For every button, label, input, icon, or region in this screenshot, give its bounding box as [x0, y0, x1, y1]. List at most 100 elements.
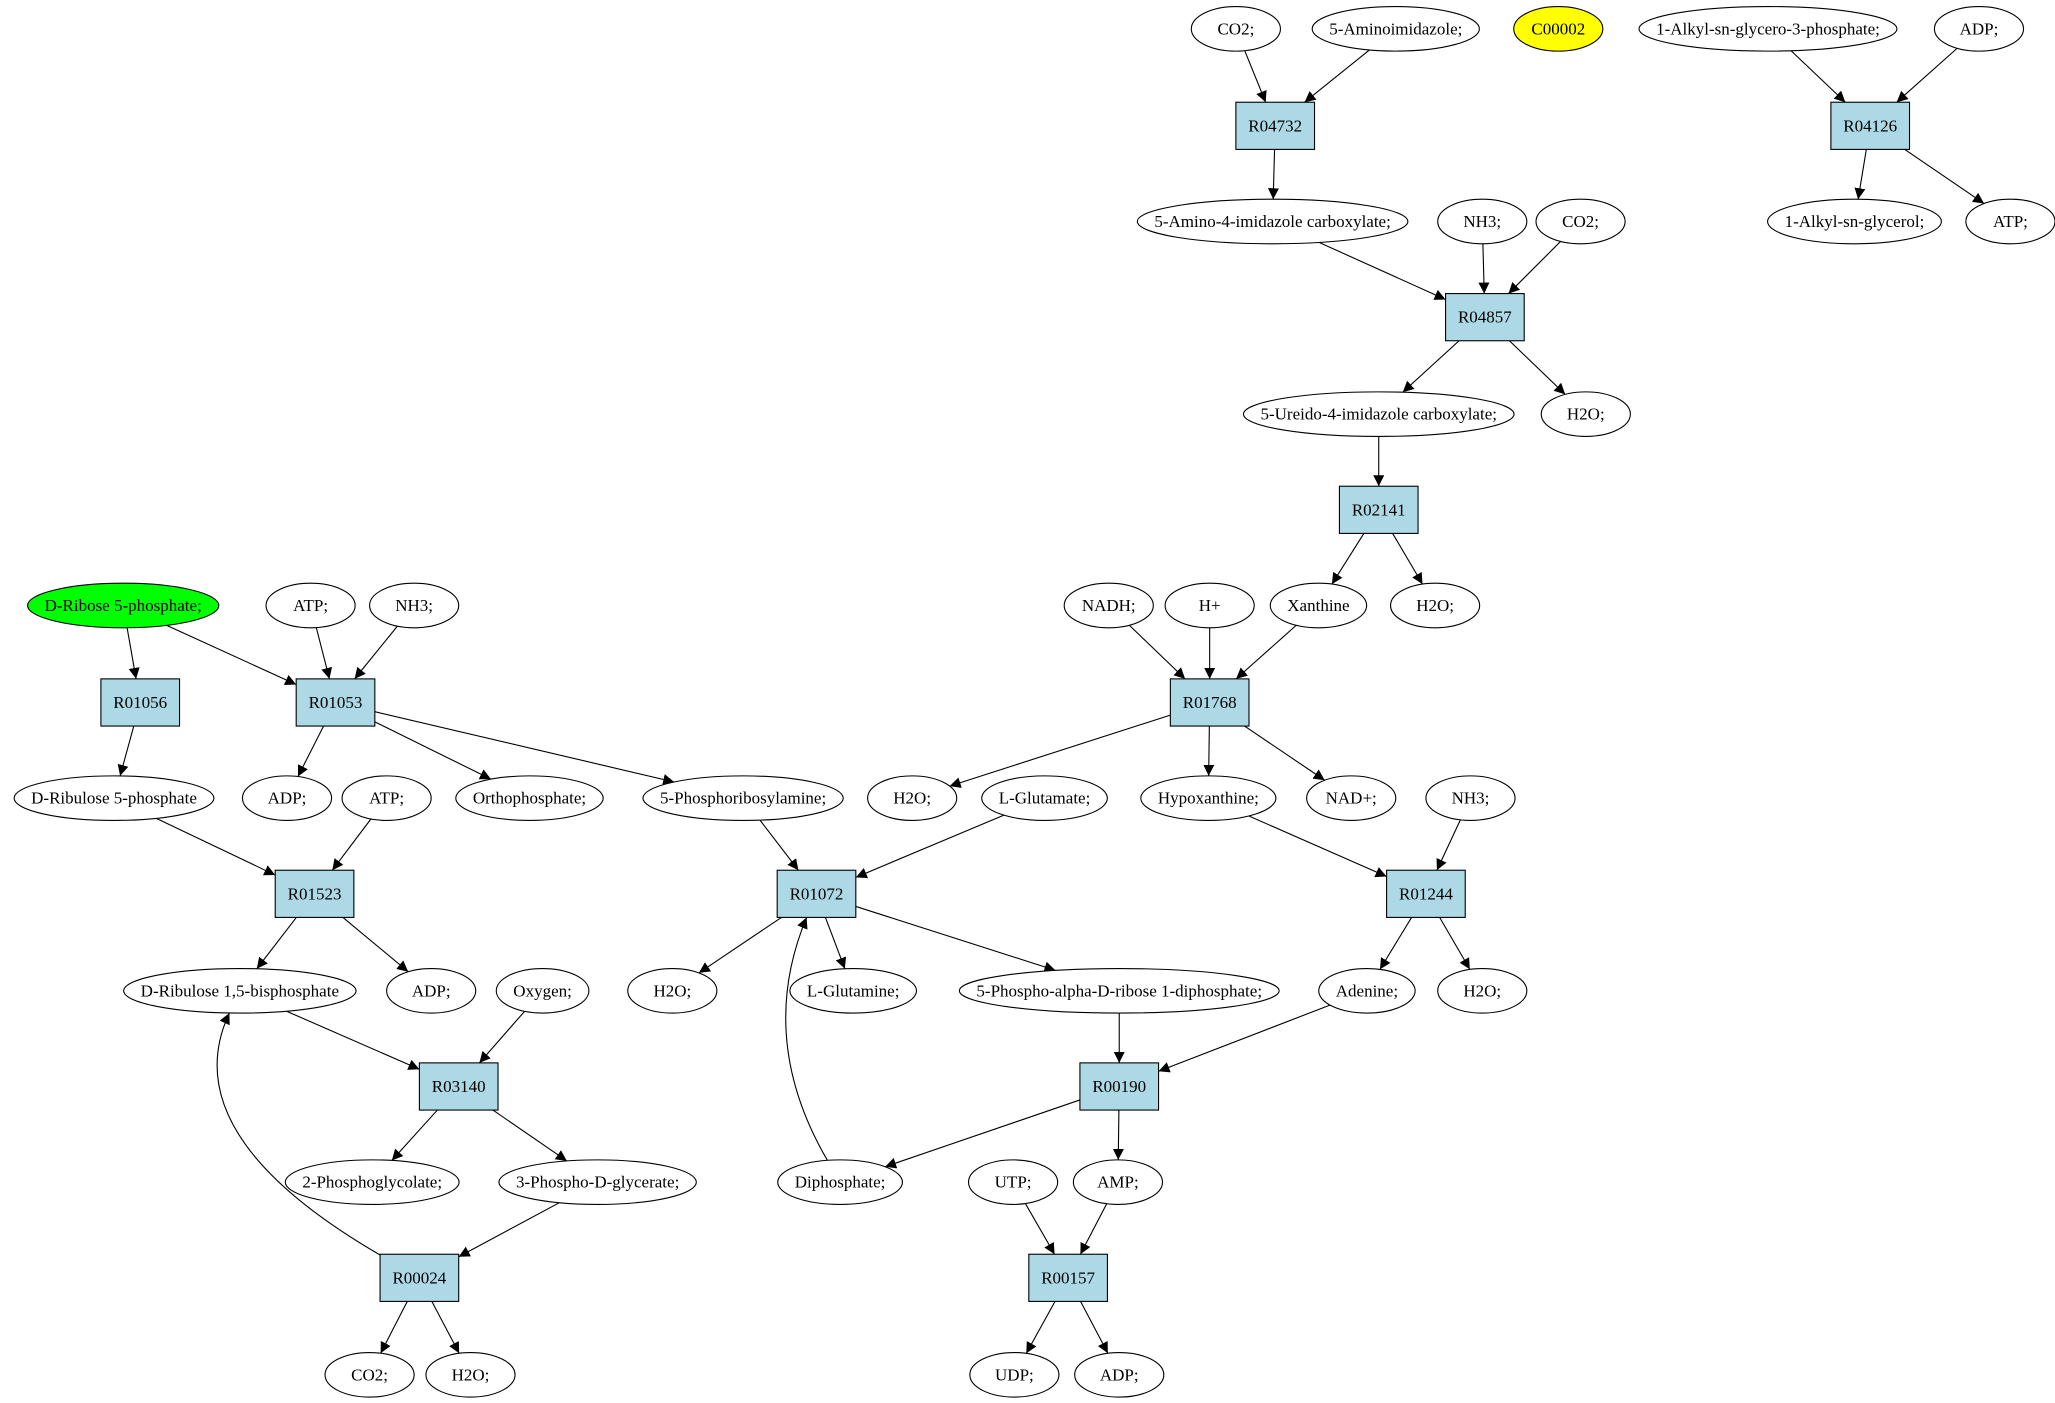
metabolite-node-oxygen: Oxygen;: [495, 967, 590, 1014]
node-label: NH3;: [1463, 212, 1501, 231]
node-label: 1-Alkyl-sn-glycerol;: [1785, 212, 1925, 231]
metabolite-ellipse: [1513, 6, 1604, 52]
node-label: 5-Phospho-alpha-D-ribose 1-diphosphate;: [976, 981, 1262, 1000]
reaction-node-r00157: R00157: [1028, 1253, 1108, 1302]
node-label: AMP;: [1097, 1173, 1139, 1192]
metabolite-node-rubp: D-Ribulose 1,5-bisphosphate: [123, 967, 357, 1014]
metabolite-node-lgln: L-Glutamine;: [789, 967, 918, 1014]
metabolite-node-nh3-c: NH3;: [1425, 775, 1516, 821]
metabolite-ellipse: [324, 1351, 415, 1398]
metabolite-node-h2o-c: H2O;: [867, 775, 958, 821]
reaction-box: [418, 1062, 499, 1111]
edge-nh3-c-to-r01244: [1436, 819, 1461, 871]
edge-r01053-to-pra: [374, 711, 675, 785]
metabolite-ellipse: [1965, 198, 2055, 245]
node-label: R02141: [1352, 500, 1406, 519]
metabolite-node-utp: UTP;: [967, 1159, 1059, 1205]
edge-r01523-to-adp-c: [342, 916, 409, 973]
edge-r00024-to-rubp: [216, 1012, 381, 1256]
metabolite-ellipse: [386, 967, 477, 1014]
edge-co2-b-to-r04857: [1508, 241, 1562, 294]
edge-rubp-to-r03140: [286, 1010, 420, 1070]
node-label: NH3;: [1452, 789, 1490, 808]
metabolite-node-atp-b: ATP;: [265, 582, 356, 629]
edge-nadh-to-r01768: [1128, 624, 1186, 680]
node-label: H2O;: [452, 1365, 490, 1384]
metabolite-ellipse: [123, 967, 357, 1014]
edge-r00024-to-h2o-f: [431, 1301, 460, 1354]
node-label: R04732: [1248, 116, 1302, 135]
metabolite-ellipse: [967, 1159, 1059, 1205]
edge-aminoimid-to-r04732: [1304, 49, 1370, 103]
edge-oxygen-to-r03140: [478, 1010, 525, 1064]
edge-adp-a-to-r04126: [1896, 47, 1958, 103]
metabolite-ellipse: [1140, 775, 1277, 821]
edge-r01768-to-nadplus: [1244, 725, 1326, 781]
metabolite-node-diphos: Diphosphate;: [777, 1159, 904, 1205]
edge-r01053-to-orthop: [374, 721, 492, 780]
metabolite-ellipse: [627, 967, 718, 1014]
metabolite-node-alkyl-g3p: 1-Alkyl-sn-glycero-3-phosphate;: [1638, 6, 1898, 52]
metabolite-ellipse: [1164, 582, 1255, 629]
edge-pra-to-r01072: [759, 819, 799, 871]
node-label: R01768: [1183, 693, 1237, 712]
metabolite-node-h2o-b: H2O;: [1389, 582, 1481, 629]
edge-r01523-to-rubp: [256, 917, 297, 970]
node-label: 5-Amino-4-imidazole carboxylate;: [1154, 212, 1391, 231]
reaction-box: [379, 1253, 460, 1302]
metabolite-node-co2-c: CO2;: [324, 1351, 415, 1398]
metabolite-ellipse: [1242, 391, 1515, 437]
node-label: R03140: [432, 1077, 486, 1096]
node-label: CO2;: [351, 1365, 388, 1384]
metabolite-ellipse: [1311, 6, 1480, 52]
edge-r01768-to-hypox: [1203, 726, 1215, 776]
node-label: H2O;: [1463, 981, 1501, 1000]
edge-atp-c-to-r01523: [331, 818, 372, 871]
reaction-box: [1079, 1062, 1160, 1111]
edge-r02141-to-xanthine: [1331, 533, 1365, 585]
metabolite-ellipse: [26, 582, 220, 629]
metabolite-node-h2o-d: H2O;: [627, 967, 718, 1014]
metabolite-ellipse: [1638, 6, 1898, 52]
reaction-node-r00024: R00024: [379, 1253, 460, 1302]
edge-r04857-to-h2o-a: [1509, 340, 1566, 395]
node-label: 5-Aminoimidazole;: [1329, 19, 1462, 38]
edge-r03140-to-pglycolate: [391, 1109, 438, 1161]
metabolite-node-aminoimid: 5-Aminoimidazole;: [1311, 6, 1480, 52]
metabolite-ellipse: [1072, 1159, 1164, 1205]
reaction-node-r01768: R01768: [1169, 678, 1250, 727]
edge-r03140-to-pga3: [492, 1109, 568, 1162]
metabolite-ellipse: [777, 1159, 904, 1205]
metabolite-node-adp-b: ADP;: [241, 775, 333, 821]
metabolite-node-atp-c: ATP;: [341, 775, 432, 821]
node-label: R00157: [1041, 1268, 1095, 1287]
node-label: ADP;: [412, 981, 451, 1000]
reaction-box: [274, 869, 355, 918]
metabolite-ellipse: [425, 1351, 516, 1398]
node-label: R00190: [1092, 1077, 1146, 1096]
node-label: ADP;: [268, 789, 307, 808]
metabolite-ellipse: [981, 775, 1108, 821]
node-label: ATP;: [293, 596, 328, 615]
node-label: R04126: [1843, 116, 1897, 135]
metabolite-node-co2-b: CO2;: [1535, 198, 1626, 245]
metabolite-ellipse: [241, 775, 333, 821]
node-label: R01523: [288, 884, 342, 903]
edge-pga3-to-r00024: [458, 1202, 560, 1258]
metabolite-ellipse: [1074, 1351, 1165, 1398]
node-label: ATP;: [1993, 212, 2028, 231]
edge-r00157-to-adp-d: [1080, 1301, 1109, 1354]
metabolite-ellipse: [455, 775, 604, 821]
metabolite-ellipse: [284, 1159, 460, 1205]
metabolite-ellipse: [1318, 967, 1416, 1014]
node-label: NADH;: [1082, 596, 1136, 615]
reaction-node-r01072: R01072: [776, 869, 857, 918]
node-label: R01056: [113, 693, 167, 712]
edge-aic-to-r04857: [1318, 241, 1446, 300]
metabolite-ellipse: [969, 1351, 1060, 1398]
metabolite-node-aic: 5-Amino-4-imidazole carboxylate;: [1136, 198, 1409, 245]
reaction-node-r04857: R04857: [1445, 293, 1525, 342]
edge-r00190-to-amp: [1112, 1110, 1124, 1160]
edge-r04857-to-uic: [1402, 340, 1460, 393]
